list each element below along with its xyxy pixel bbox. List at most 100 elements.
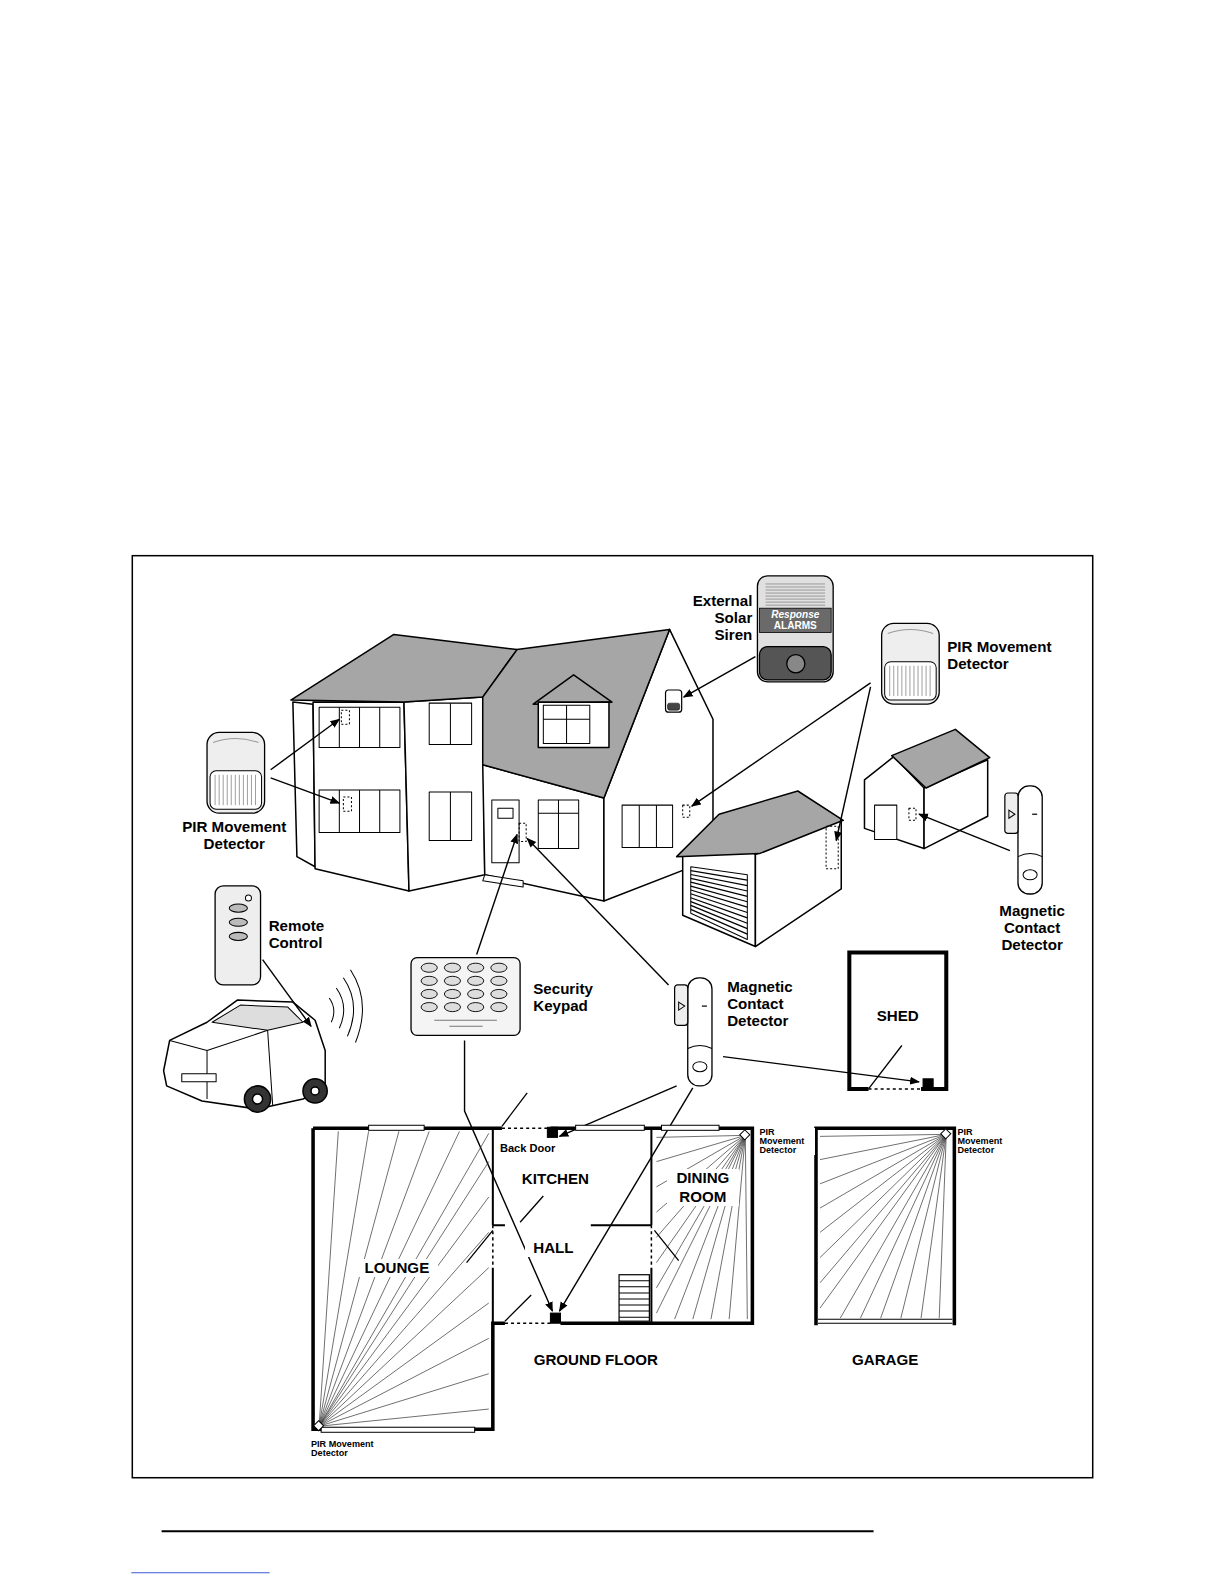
car-icon bbox=[182, 1074, 216, 1082]
shed-plan: SHED bbox=[849, 952, 946, 1088]
house bbox=[343, 797, 351, 811]
house bbox=[538, 800, 578, 848]
floor-title: GROUND FLOOR bbox=[520, 1351, 671, 1369]
link-underline bbox=[131, 1572, 269, 1573]
pir-icon bbox=[882, 623, 940, 704]
pir-coverage bbox=[656, 1135, 747, 1319]
house bbox=[666, 690, 682, 712]
floor-plan-walls bbox=[661, 1125, 719, 1130]
shed-building bbox=[892, 729, 990, 788]
keypad-icon bbox=[491, 1003, 507, 1012]
car-icon bbox=[244, 1086, 270, 1112]
callout-label: PIR Movement Detector bbox=[947, 638, 1066, 672]
callout-label: PIR Movement Detector bbox=[174, 818, 295, 852]
brand-text: ALARMS bbox=[759, 620, 831, 631]
floor-plan-walls bbox=[493, 1128, 652, 1323]
house bbox=[538, 702, 609, 747]
house bbox=[291, 634, 517, 702]
siren-icon bbox=[759, 608, 831, 632]
sensor-mark bbox=[941, 1129, 951, 1139]
house bbox=[639, 805, 656, 847]
leader-arrow bbox=[263, 960, 311, 1027]
garage-building bbox=[826, 826, 838, 868]
car-icon bbox=[252, 1094, 262, 1104]
leader-arrow bbox=[684, 657, 756, 697]
house bbox=[450, 792, 451, 840]
callout-label: Magnetic Contact Detector bbox=[727, 978, 816, 1030]
leader-arrow bbox=[836, 687, 870, 841]
leader-arrow bbox=[919, 814, 1010, 850]
house bbox=[543, 705, 589, 743]
leader-arrow bbox=[271, 719, 340, 769]
floor-plan-walls bbox=[816, 1128, 954, 1325]
keypad-icon bbox=[411, 958, 520, 1036]
pir-icon bbox=[207, 732, 265, 813]
remote-icon bbox=[229, 932, 247, 940]
callout-label: Security Keypad bbox=[533, 980, 616, 1014]
floor-plan-walls bbox=[313, 1128, 752, 1429]
siren-icon bbox=[766, 584, 826, 605]
keypad-icon bbox=[421, 963, 437, 972]
floor-plan-walls bbox=[467, 1093, 679, 1321]
house bbox=[339, 707, 379, 747]
keypad-icon bbox=[421, 989, 437, 998]
siren-icon bbox=[759, 647, 831, 680]
room-label: HALL bbox=[525, 1239, 582, 1257]
house bbox=[429, 703, 471, 744]
sensor-label: PIR Movement Detector bbox=[311, 1440, 387, 1458]
floor-plan-walls bbox=[576, 1125, 645, 1130]
room-area: KITCHEN bbox=[510, 1167, 601, 1191]
room-label: DINING ROOM bbox=[667, 1169, 740, 1205]
house bbox=[498, 808, 513, 818]
floor-plan-walls bbox=[619, 1281, 649, 1317]
leader-arrow bbox=[527, 838, 668, 984]
pir-coverage bbox=[820, 1134, 946, 1318]
leader-arrow bbox=[271, 778, 340, 803]
shed-building bbox=[875, 805, 897, 839]
keypad-icon bbox=[434, 1020, 497, 1026]
pir-coverage bbox=[319, 1131, 946, 1426]
garage-building bbox=[677, 791, 844, 947]
car-icon bbox=[303, 1079, 327, 1103]
house bbox=[683, 805, 690, 817]
keypad-icon bbox=[411, 958, 520, 1036]
brand-text: Response bbox=[759, 609, 831, 620]
house bbox=[622, 805, 672, 847]
car-icon bbox=[170, 1030, 273, 1105]
sensor-label: PIR Movement Detector bbox=[957, 1128, 1013, 1155]
floor-plan-walls bbox=[849, 953, 946, 1089]
magnetic-contact-icon bbox=[1005, 786, 1042, 894]
sensor-mark bbox=[314, 1079, 951, 1431]
siren-icon bbox=[787, 655, 805, 673]
remote-icon bbox=[229, 904, 247, 912]
garage-building bbox=[691, 871, 748, 935]
keypad-icon bbox=[444, 963, 460, 972]
callout-label: External Solar Siren bbox=[678, 592, 753, 644]
house bbox=[319, 707, 400, 747]
sensor-mark bbox=[547, 1127, 557, 1137]
rule-line bbox=[162, 1530, 874, 1532]
door-label: Back Door bbox=[500, 1142, 561, 1154]
keypad-icon bbox=[421, 963, 507, 1011]
room-label: LOUNGE bbox=[355, 1259, 438, 1277]
floor-plan-walls bbox=[313, 953, 954, 1433]
house bbox=[313, 702, 409, 891]
keypad-icon bbox=[444, 989, 460, 998]
remote-icon bbox=[245, 895, 251, 901]
room-label: KITCHEN bbox=[512, 1170, 599, 1188]
car-icon bbox=[311, 1087, 319, 1095]
keypad-icon bbox=[468, 1003, 484, 1012]
garage-building bbox=[677, 791, 844, 857]
floor-plan-walls bbox=[869, 1045, 902, 1088]
house bbox=[543, 705, 589, 743]
magnetic-contact-icon bbox=[675, 978, 712, 1086]
house bbox=[538, 800, 578, 848]
frame bbox=[132, 556, 1092, 1478]
house bbox=[339, 790, 379, 832]
remote-icon bbox=[215, 886, 260, 985]
house bbox=[668, 703, 680, 710]
room-area: DINING ROOM bbox=[665, 1167, 742, 1209]
house bbox=[483, 629, 670, 798]
